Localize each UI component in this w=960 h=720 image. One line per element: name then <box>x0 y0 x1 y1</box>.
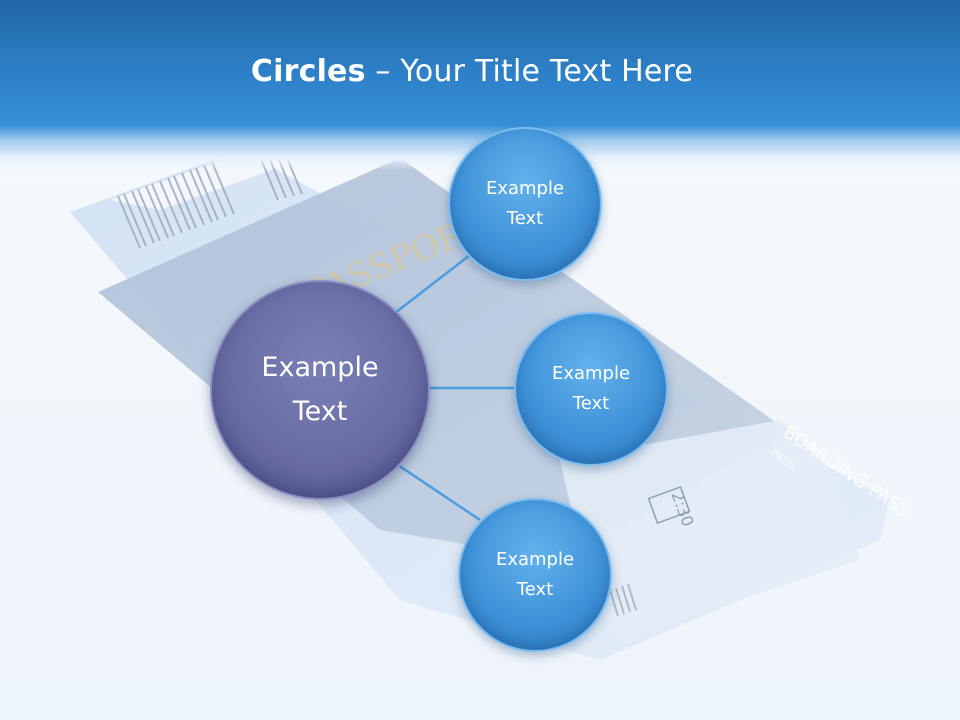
center-circle-label: Example Text <box>261 352 379 427</box>
connector-lines <box>394 254 516 522</box>
circle-middle[interactable]: Example Text <box>514 312 668 466</box>
circle-top-label: Example Text <box>485 178 565 229</box>
connector-top <box>394 254 471 314</box>
title-bold: Circles <box>250 54 366 89</box>
circle-top[interactable]: Example Text <box>448 127 602 281</box>
center-circle[interactable]: Example Text <box>210 280 430 500</box>
circle-bottom[interactable]: Example Text <box>458 498 612 652</box>
circle-middle-label: Example Text <box>551 363 631 414</box>
slide-title: Circles – Your Title Text Here <box>0 54 944 89</box>
title-rest: – Your Title Text Here <box>365 54 694 89</box>
connector-bottom <box>394 461 481 522</box>
circle-bottom-label: Example Text <box>495 549 575 600</box>
